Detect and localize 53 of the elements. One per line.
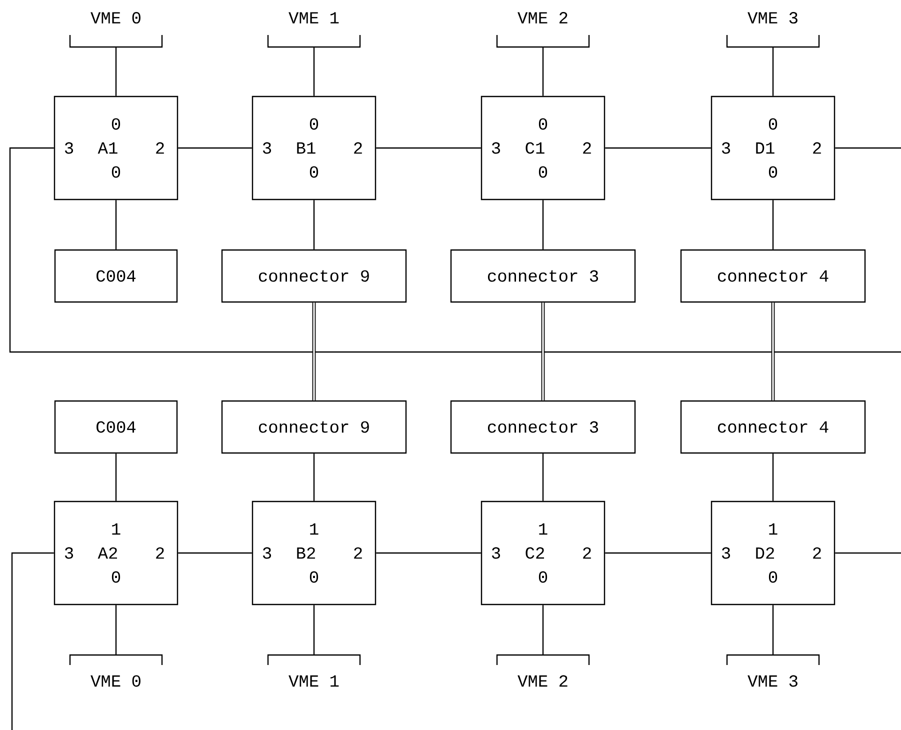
port-box: 1 3 A2 2 0 [54,500,178,606]
link-line [115,605,117,655]
bracket-label: VME 0 [69,654,163,687]
port-box: 0 3 A1 2 0 [54,96,178,200]
link-line [605,552,711,554]
link-line [313,200,315,250]
connector-box: connector 9 [221,249,407,303]
link-line [115,47,117,96]
port-box: 1 3 B2 2 0 [252,500,376,606]
port-box: 0 3 B1 2 0 [252,96,376,200]
port-box: 1 3 D2 2 0 [710,500,836,606]
bracket-label: VME 3 [726,12,820,48]
bracket-label: VME 1 [267,654,361,687]
link-line [542,454,544,501]
link-line [11,552,54,730]
link-line [376,552,481,554]
bracket-label: VME 0 [69,12,163,48]
link-line [9,147,901,353]
port-box: 0 3 C1 2 0 [480,96,606,200]
connector-box: connector 3 [450,249,636,303]
link-line [605,147,711,149]
bracket-label: VME 2 [496,654,590,687]
link-line [178,552,252,554]
bracket-label: VME 1 [267,12,361,48]
link-line [542,200,544,250]
link-line [115,200,117,250]
link-line [772,200,774,250]
link-line [835,552,901,554]
connector-box: connector 4 [680,249,866,303]
connector-box: C004 [54,249,178,303]
port-box: 1 3 C2 2 0 [480,500,606,606]
connector-box: C004 [54,400,178,454]
link-line [772,47,774,96]
link-line [178,147,252,149]
link-line [313,47,315,96]
link-line [835,147,901,149]
cable-line [541,302,545,400]
port-box: 0 3 D1 2 0 [710,96,836,200]
link-line [313,605,315,655]
connector-box: connector 4 [680,400,866,454]
cable-line [771,302,775,400]
link-line [542,605,544,655]
link-line [313,454,315,501]
connector-box: connector 3 [450,400,636,454]
link-line [772,605,774,655]
bracket-label: VME 3 [726,654,820,687]
link-line [772,454,774,501]
cable-line [312,302,316,400]
connector-box: connector 9 [221,400,407,454]
link-line [376,147,481,149]
link-line [115,454,117,501]
bracket-label: VME 2 [496,12,590,48]
link-line [542,47,544,96]
